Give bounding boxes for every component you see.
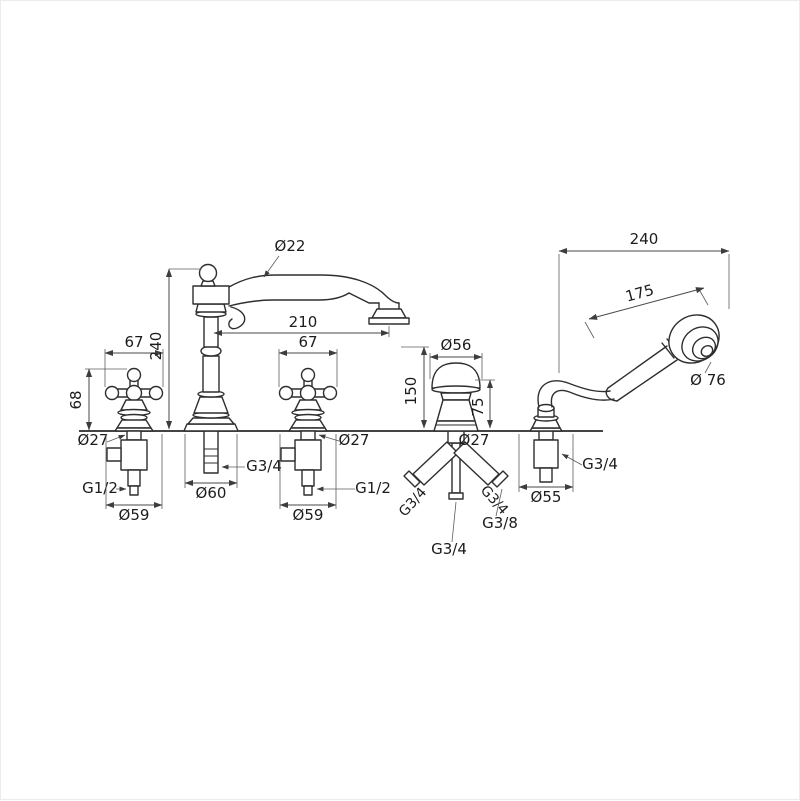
- shower-hose: [537, 380, 611, 408]
- label-left-handle-thread: G1/2: [82, 479, 118, 497]
- left-handle-stem: [126, 430, 142, 441]
- dim-spout-height: 240: [147, 332, 165, 361]
- diverter: [403, 362, 509, 500]
- label-spout-thread: G3/4: [246, 457, 282, 475]
- diverter-left-pipe: [412, 441, 459, 486]
- dim-diverter-knob-diameter: Ø56: [441, 336, 472, 354]
- spout-outlet-bell: [371, 308, 407, 319]
- dim-diverter-height: 150: [402, 377, 420, 406]
- dim-shower-mount-diameter: Ø55: [531, 488, 562, 506]
- diverter-right-pipe: [453, 441, 500, 486]
- right-handle: [278, 367, 338, 496]
- right-handle-stem: [300, 430, 316, 441]
- left-handle-body: [120, 439, 148, 471]
- dim-spout-outlet-diameter: Ø22: [275, 237, 306, 255]
- left-handle-tailpiece: [127, 469, 141, 487]
- diverter-knob: [431, 362, 481, 389]
- dim-diverter-body-height: 75: [469, 397, 487, 416]
- dimensions-spout: Ø22 240 210 Ø60 G3/4: [147, 237, 390, 502]
- dimensions-hand-shower: 240 175 Ø 76 Ø55 G3/4: [518, 230, 730, 506]
- left-handle-left-ball: [104, 385, 120, 401]
- left-handle-top-ball: [126, 367, 142, 383]
- label-diverter-hose-thread: G3/8: [482, 514, 518, 532]
- right-handle-front-ball: [299, 384, 317, 402]
- spout-arm-bottom: [228, 292, 350, 307]
- dim-left-handle-neck-diameter: Ø27: [78, 431, 109, 449]
- right-handle-side-port: [280, 447, 296, 462]
- hand-shower: [529, 314, 720, 483]
- shower-mount-tailpiece: [539, 467, 553, 483]
- right-handle-body: [294, 439, 322, 471]
- label-right-handle-thread: G1/2: [355, 479, 391, 497]
- left-handle: [104, 367, 164, 496]
- spout-tailpiece: [203, 430, 219, 474]
- right-handle-top-ball: [300, 367, 316, 383]
- label-diverter-right-thread: G3/4: [477, 483, 511, 519]
- dim-left-handle-width: 67: [124, 333, 143, 351]
- spout-capital: [192, 285, 230, 305]
- dim-right-handle-neck-diameter: Ø27: [339, 431, 370, 449]
- dimensions-left-handle: 67 68 Ø27 G1/2 Ø59: [67, 333, 164, 524]
- dim-right-handle-base-diameter: Ø59: [293, 506, 324, 524]
- spout: [183, 263, 410, 474]
- spout-arm-top: [228, 274, 400, 304]
- right-handle-left-ball: [278, 385, 294, 401]
- dim-diverter-neck-diameter: Ø27: [459, 431, 490, 449]
- dim-spout-reach: 210: [289, 313, 318, 331]
- dim-left-handle-base-diameter: Ø59: [119, 506, 150, 524]
- label-diverter-left-thread: G3/4: [396, 485, 430, 521]
- dim-shower-length: 240: [630, 230, 659, 248]
- left-handle-right-ball: [148, 385, 164, 401]
- spout-scroll: [228, 306, 246, 330]
- shower-mount-top: [537, 403, 555, 413]
- left-handle-side-port: [106, 447, 122, 462]
- dim-right-handle-width: 67: [298, 333, 317, 351]
- dim-shower-head-diameter: Ø 76: [690, 371, 726, 389]
- right-handle-tailpiece: [301, 469, 315, 487]
- label-shower-mount-thread: G3/4: [582, 455, 618, 473]
- shower-handle: [607, 345, 668, 389]
- dim-left-handle-height: 68: [67, 390, 85, 409]
- right-handle-right-ball: [322, 385, 338, 401]
- shower-mount-stem: [538, 430, 554, 441]
- label-diverter-bottom-thread: G3/4: [431, 540, 467, 558]
- spout-finial-ball: [198, 263, 218, 283]
- left-handle-front-ball: [125, 384, 143, 402]
- dimensions-right-handle: 67 Ø27 G1/2 Ø59: [278, 333, 391, 524]
- dim-spout-base-diameter: Ø60: [196, 484, 227, 502]
- shower-mount-body: [533, 439, 559, 469]
